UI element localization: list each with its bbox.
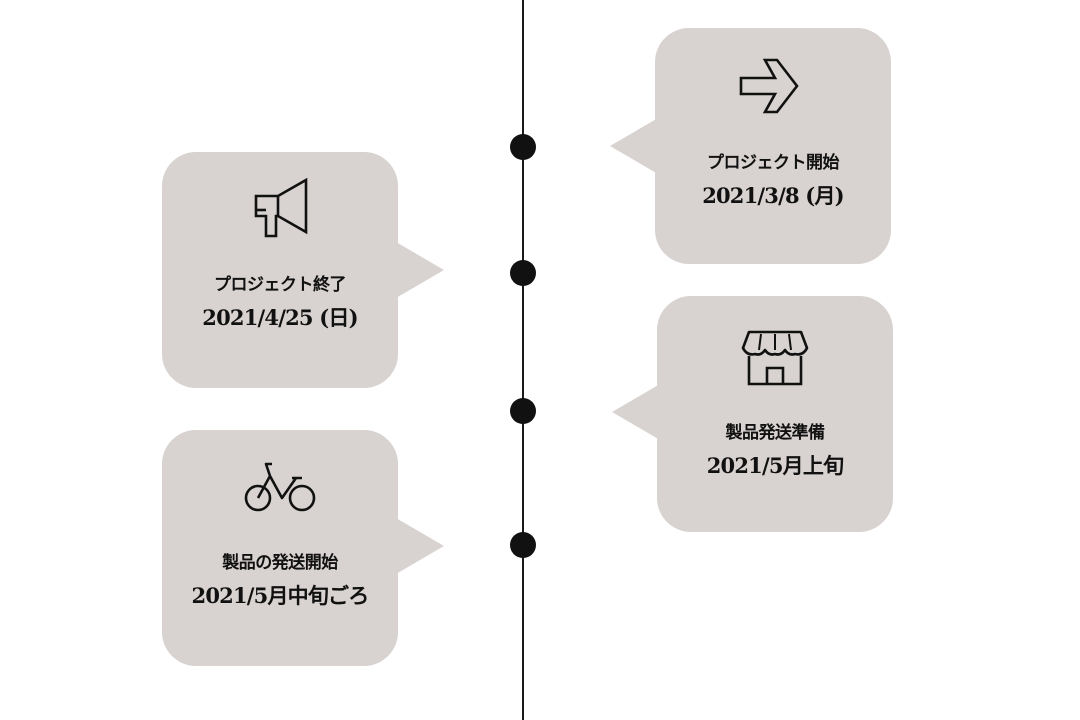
event-card-2-pointer [396, 242, 444, 298]
timeline-dot-1 [510, 134, 536, 160]
event-card-3-pointer [612, 384, 660, 440]
megaphone-icon [242, 174, 318, 238]
event-title: プロジェクト開始 [707, 153, 840, 173]
event-card-2: プロジェクト終了 2021/4/25 (日) [162, 152, 398, 388]
event-title: 製品の発送開始 [222, 553, 338, 573]
event-card-3: 製品発送準備 2021/5月上旬 [657, 296, 893, 532]
arrow-right-icon [735, 54, 811, 118]
event-title: プロジェクト終了 [214, 275, 347, 295]
store-icon [737, 326, 813, 390]
bicycle-icon [242, 456, 318, 520]
event-card-1: プロジェクト開始 2021/3/8 (月) [655, 28, 891, 264]
event-date: 2021/5月中旬ごろ [191, 583, 370, 608]
event-card-4: 製品の発送開始 2021/5月中旬ごろ [162, 430, 398, 666]
event-date: 2021/4/25 (日) [202, 305, 358, 330]
event-card-4-pointer [396, 518, 444, 574]
event-card-1-pointer [610, 118, 658, 174]
timeline-line [522, 0, 524, 720]
timeline-dot-3 [510, 398, 536, 424]
event-title: 製品発送準備 [725, 423, 826, 443]
timeline-dot-4 [510, 532, 536, 558]
timeline-dot-2 [510, 260, 536, 286]
event-date: 2021/5月上旬 [706, 453, 844, 478]
event-date: 2021/3/8 (月) [702, 183, 844, 208]
